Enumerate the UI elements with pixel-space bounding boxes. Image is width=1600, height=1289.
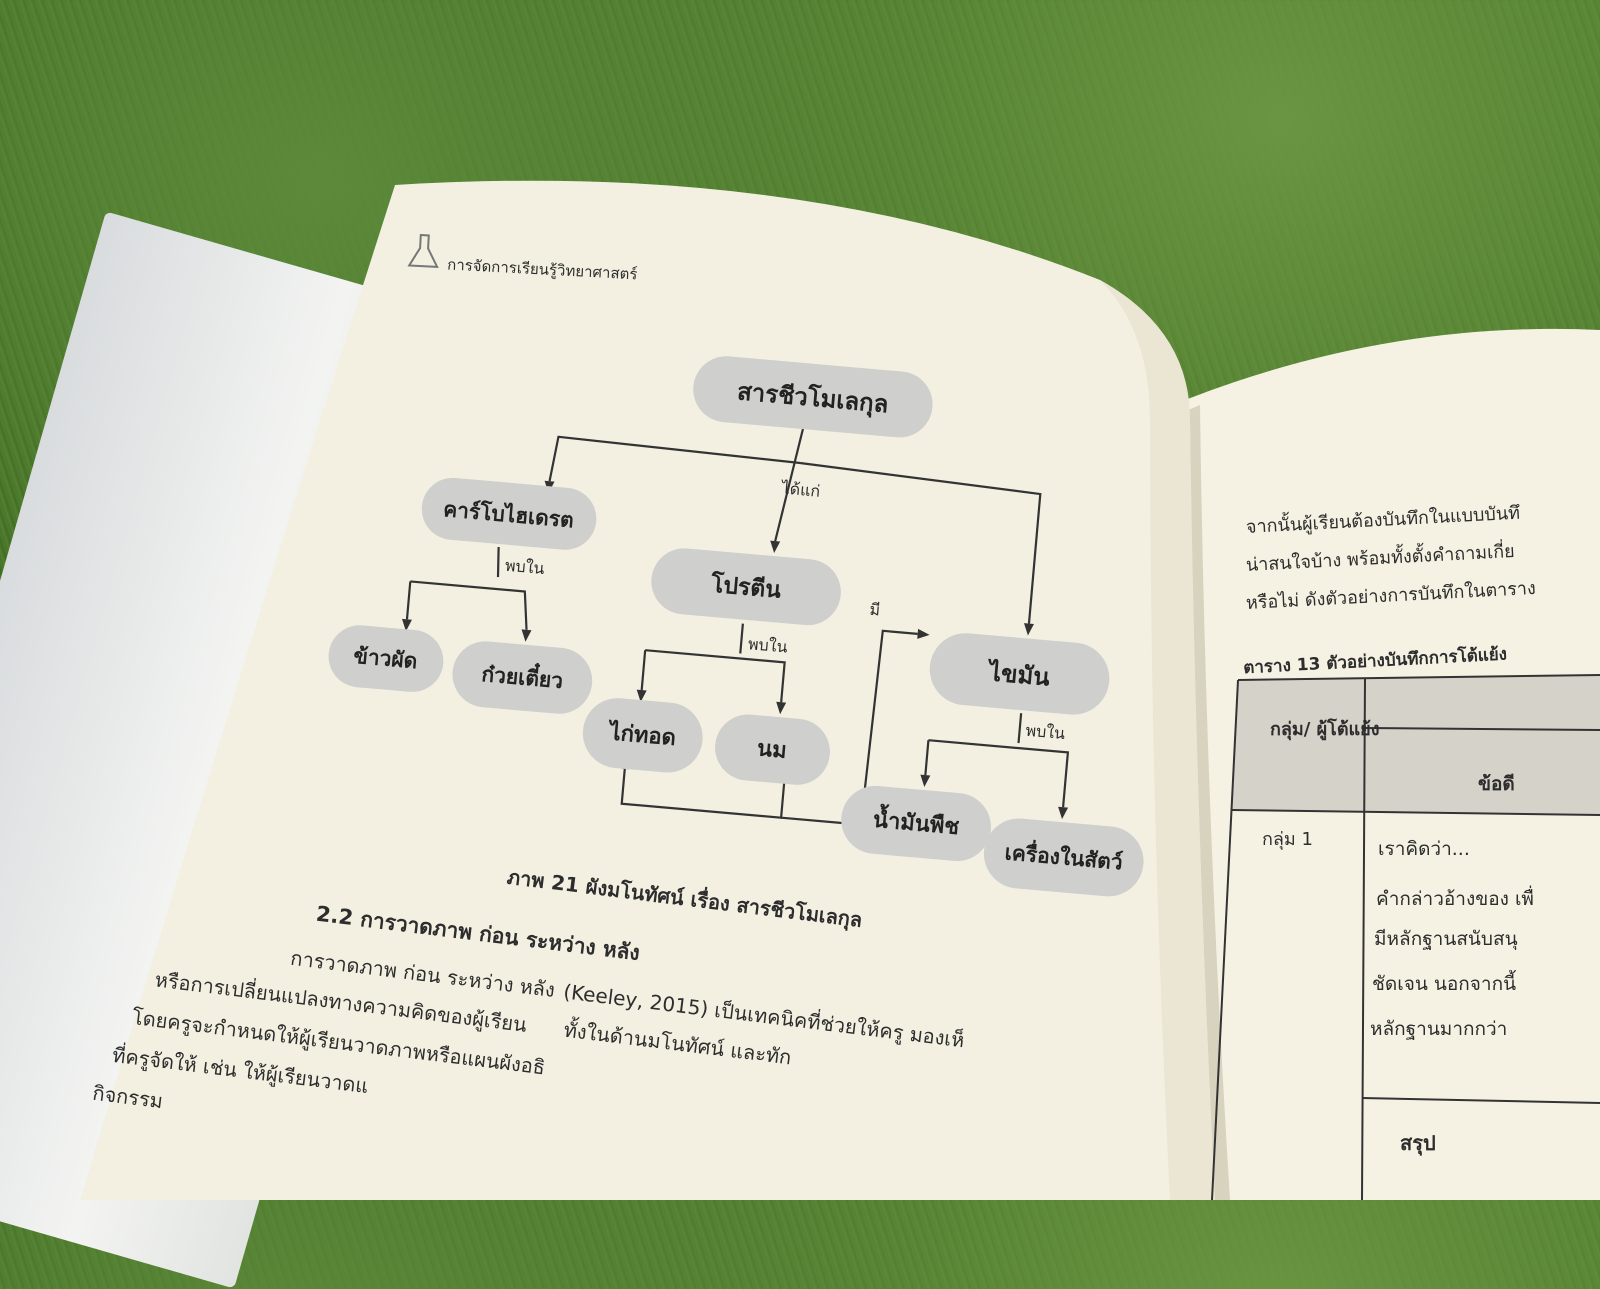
row1-line-1: เราคิดว่า...: [1378, 838, 1470, 860]
edge-label-include: ได้แก่: [779, 478, 821, 500]
row1-line-5: หลักฐานมากกว่า: [1370, 1018, 1507, 1040]
edge-label-has: มี: [869, 600, 881, 620]
row1-group: กลุ่ม 1: [1262, 829, 1313, 850]
concept-map: ได้แก่ พบใน พบใน พบใน มี สารชีวโมเลกุล ค…: [328, 356, 1144, 897]
node-fried-rice: ข้าวผัด: [328, 625, 444, 692]
node-root: สารชีวโมเลกุล: [693, 356, 933, 438]
open-book: การจัดการเรียนรู้วิทยาศาสตร์: [80, 180, 1600, 1200]
table-summary: สรุป: [1400, 1131, 1436, 1156]
node-fried-chicken: ไก่ทอด: [582, 698, 703, 773]
svg-text:ข้าวผัด: ข้าวผัด: [353, 644, 419, 673]
edge-label-found-2: พบใน: [747, 634, 788, 656]
table-header-group: กลุ่ม/ ผู้โต้แย้ง: [1270, 718, 1379, 741]
node-noodles: ก๋วยเตี๋ยว: [452, 641, 593, 714]
svg-text:ไขมัน: ไขมัน: [985, 657, 1052, 691]
row1-line-4: ชัดเจน นอกจากนี้: [1372, 970, 1516, 995]
edge-label-found-1: พบใน: [504, 556, 545, 578]
flask-icon: [407, 233, 439, 269]
node-carbohydrate: คาร์โบไฮเดรต: [421, 477, 597, 550]
svg-text:นม: นม: [756, 736, 788, 763]
node-protein: โปรตีน: [651, 548, 841, 626]
node-offal: เครื่องในสัตว์: [983, 818, 1144, 897]
node-milk: นม: [715, 714, 830, 785]
left-page: [80, 180, 1215, 1200]
row1-line-3: มีหลักฐานสนับสนุ: [1374, 928, 1518, 951]
edge-label-found-3: พบใน: [1025, 721, 1066, 743]
row1-line-2: คำกล่าวอ้างของ เพื่: [1376, 885, 1534, 910]
node-vegetable-oil: น้ำมันพืช: [841, 785, 991, 862]
table-header-pros: ข้อดี: [1478, 773, 1515, 795]
photo-scene: การจัดการเรียนรู้วิทยาศาสตร์: [0, 180, 1600, 1289]
argument-table: กลุ่ม/ ผู้โต้แย้ง ข้อดี กลุ่ม 1 เราคิดว่…: [1211, 674, 1600, 1200]
node-fat: ไขมัน: [929, 633, 1110, 715]
